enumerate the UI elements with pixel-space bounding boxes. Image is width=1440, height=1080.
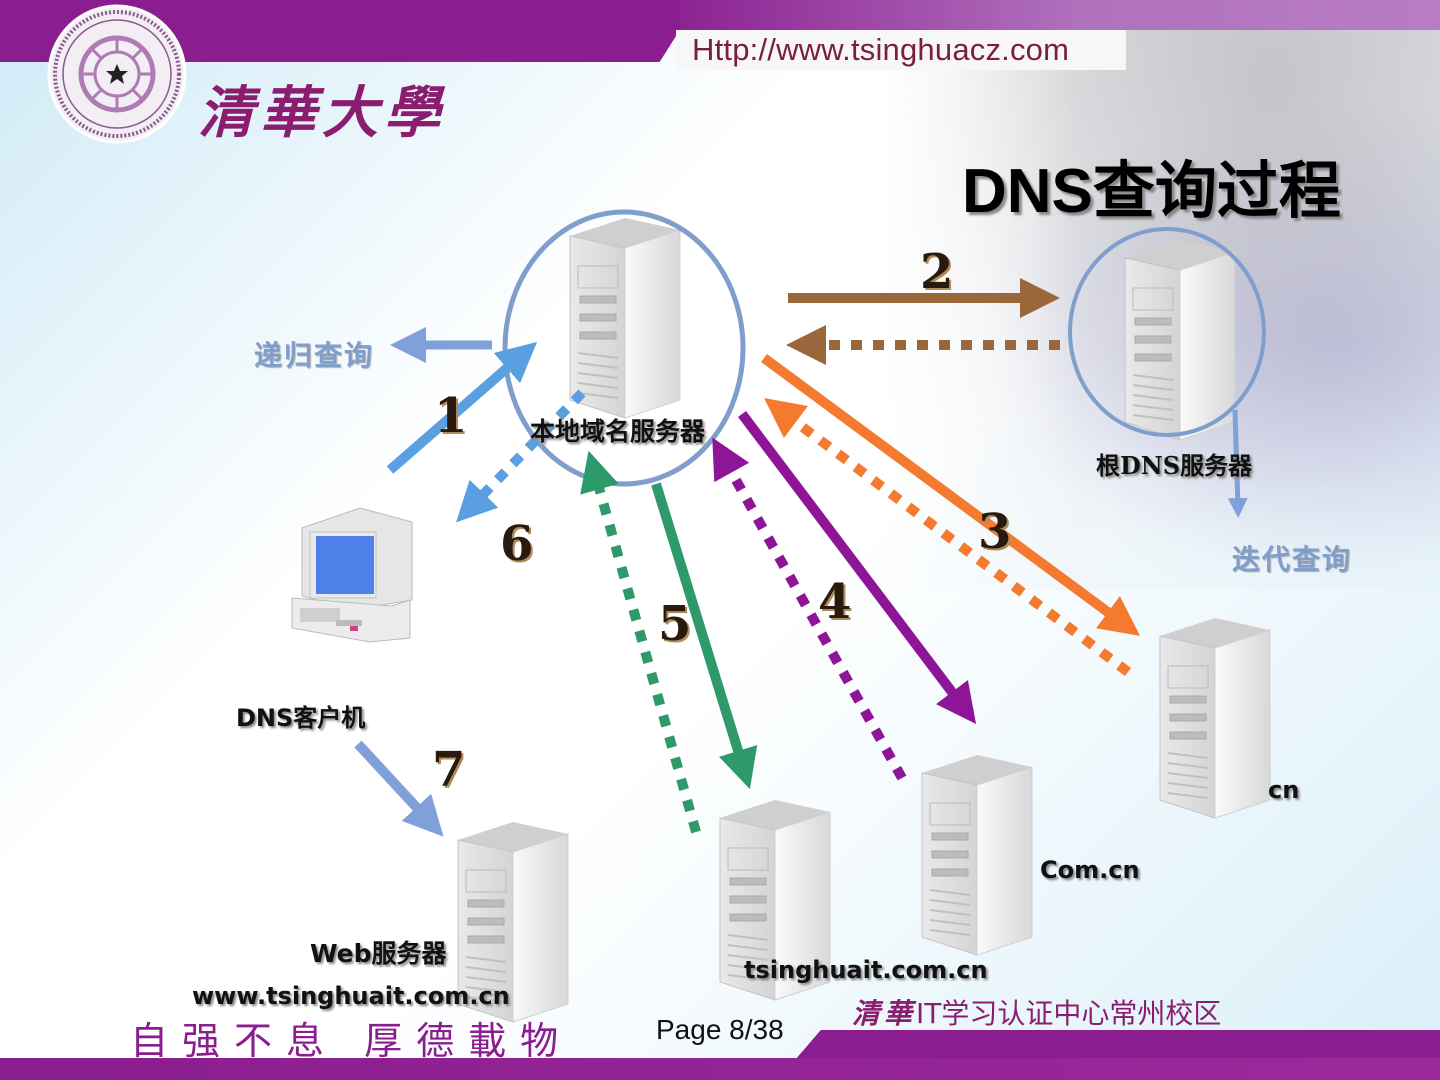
root-dns-server-icon bbox=[1124, 239, 1236, 441]
root-dns-circle bbox=[1068, 227, 1266, 437]
page-number: Page 8/38 bbox=[656, 1014, 784, 1045]
local-dns-server-icon bbox=[569, 217, 681, 419]
step4-return-arrow bbox=[712, 437, 907, 781]
training-center-name: 清華IT学习认证中心常州校区 bbox=[852, 992, 1221, 1032]
step1-arrow bbox=[386, 341, 538, 474]
step-number-1: 1 bbox=[434, 388, 468, 444]
step-number-4: 4 bbox=[818, 574, 852, 630]
footer-band bbox=[0, 1058, 1440, 1080]
tsinghuait-label: tsinghuait.com.cn bbox=[744, 956, 988, 984]
client-computer-icon bbox=[291, 507, 413, 643]
step4-arrow bbox=[738, 410, 977, 724]
local-dns-label: 本地域名服务器 bbox=[530, 417, 706, 446]
step7-arrow bbox=[354, 740, 444, 837]
step-number-2: 2 bbox=[920, 244, 954, 300]
slide-title: DNS查询过程 bbox=[962, 157, 1341, 226]
step-number-6: 6 bbox=[500, 516, 534, 572]
step-number-3: 3 bbox=[978, 504, 1012, 560]
root-dns-label: 根DNS服务器 bbox=[1096, 451, 1253, 480]
center-prefix: 清華 bbox=[852, 997, 917, 1030]
step5-return-arrow bbox=[580, 450, 701, 834]
step5-arrow bbox=[651, 482, 758, 790]
client-label: DNS客户机 bbox=[236, 704, 366, 732]
com-cn-label: Com.cn bbox=[1040, 856, 1140, 884]
school-motto: 自强不息 厚德載物 bbox=[130, 1019, 573, 1063]
cn-label: cn bbox=[1268, 776, 1300, 804]
web-server-label: Web服务器 bbox=[310, 939, 447, 968]
step3-return-arrow bbox=[764, 397, 1132, 676]
cn-server-icon bbox=[1159, 617, 1271, 819]
iterative-query-label: 迭代查询 bbox=[1232, 543, 1353, 576]
com-cn-server-icon bbox=[921, 754, 1033, 956]
header-url: Http://www.tsinghuacz.com bbox=[692, 32, 1070, 67]
university-name: 清華大學 bbox=[198, 80, 446, 146]
tsinghua-seal-icon bbox=[47, 4, 187, 144]
web-server-domain-label: www.tsinghuait.com.cn bbox=[192, 982, 510, 1010]
iterative-arrow bbox=[1227, 409, 1248, 518]
step-number-7: 7 bbox=[432, 742, 466, 798]
center-name-text: IT学习认证中心常州校区 bbox=[916, 997, 1222, 1030]
step-number-5: 5 bbox=[658, 596, 692, 652]
recursive-query-label: 递归查询 bbox=[254, 339, 375, 372]
url-box bbox=[676, 30, 1126, 70]
step3-arrow bbox=[761, 353, 1141, 636]
step6-arrow bbox=[456, 389, 586, 523]
